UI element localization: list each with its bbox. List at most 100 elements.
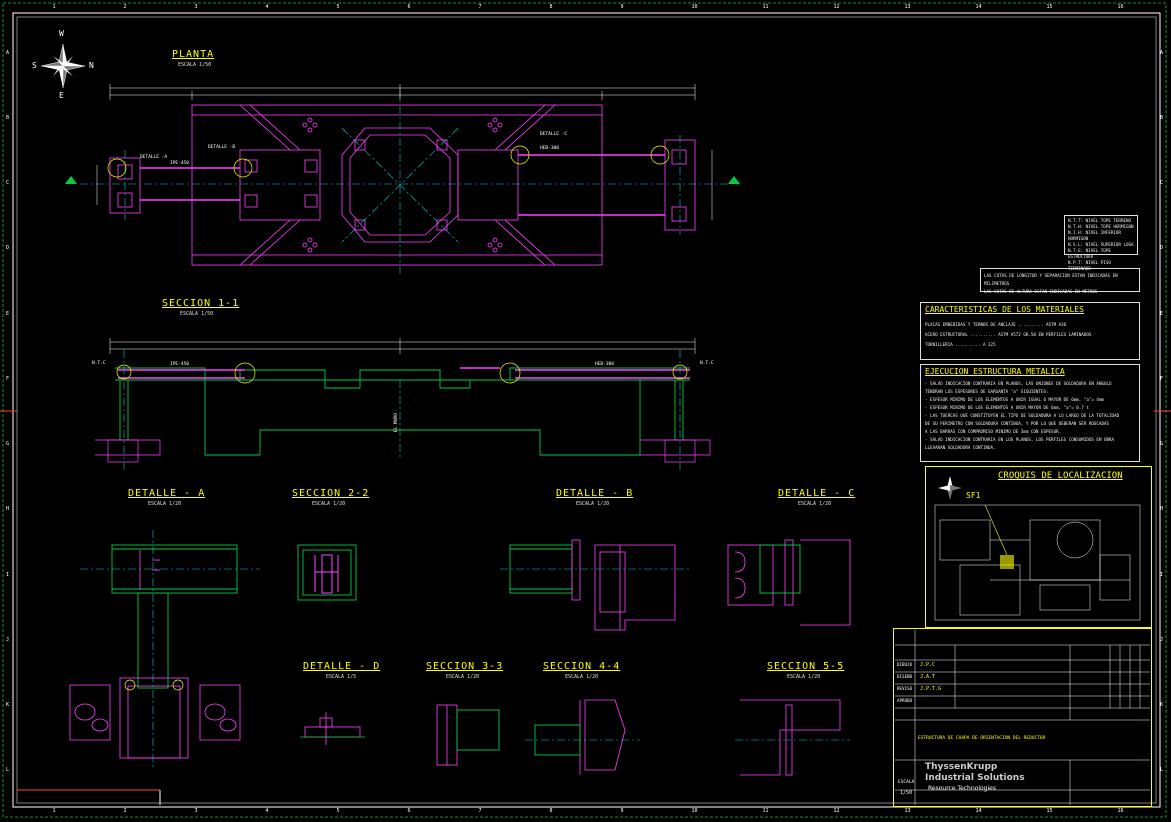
grid-col-label: 14	[975, 4, 982, 10]
execution-row: - SALVO INDICACION CONTRARIA EN PLANOS, …	[925, 381, 1112, 386]
grid-row-label: J	[6, 636, 10, 643]
grid-col-label: 6	[407, 4, 411, 10]
grid-col-label: 3	[194, 4, 198, 10]
grid-col-label: 1	[52, 4, 56, 10]
grid-col-label: 9	[620, 4, 624, 10]
level-legend-item: N.S.L: NIVEL SUPERIOR LOSA	[1068, 242, 1134, 247]
title-block-field-label: APROBO	[897, 698, 913, 703]
grid-col-label: 16	[1117, 4, 1124, 10]
title-block-field-label: DIBUJO	[897, 662, 913, 667]
execution-panel: EJECUCION ESTRUCTURA METALICA - SALVO IN…	[920, 364, 1140, 462]
compass-north-label: W	[59, 29, 64, 38]
level-ntc-left: N.T.C	[92, 361, 106, 366]
level-legend-item: N.T.E: NIVEL TOPE ESTRUCTURA	[1068, 248, 1111, 259]
callout-ipe-plan: IPE-450	[170, 161, 189, 166]
material-row: TORNILLERIA .......... A 325	[925, 342, 996, 347]
grid-row-label: E	[1160, 310, 1164, 317]
grid-row-label: I	[1160, 571, 1164, 578]
section-4-4-title: SECCION 4-4	[543, 661, 621, 672]
compass-south-label: E	[59, 91, 64, 100]
execution-row: - ESPESOR MINIMO DE LOS ELEMENTOS A UNIR…	[925, 397, 1104, 402]
level-legend-item: N.T.H: NIVEL TOPE HORMIGON	[1068, 224, 1134, 229]
material-row: PLACAS EMBEBIDAS Y TERNOS DE ANCLAJE ...…	[925, 322, 1067, 327]
grid-row-label: K	[1160, 702, 1164, 709]
grid-col-label: 4	[265, 808, 269, 814]
company-subtitle: Industrial Solutions	[925, 773, 1025, 783]
grid-col-label: 7	[478, 4, 482, 10]
grid-col-label: 3	[194, 808, 198, 814]
grid-row-label: H	[6, 506, 10, 513]
grid-col-label: 15	[1046, 4, 1053, 10]
title-block-field-label: REVISO	[897, 686, 913, 691]
location-panel: CROQUIS DE LOCALIZACION SF1	[925, 466, 1152, 628]
level-legend-item: N.I.H: NIVEL INFERIOR HORMIGON	[1068, 230, 1121, 241]
grid-row-label: D	[6, 245, 10, 252]
plant-scale: ESCALA 1/50	[178, 62, 212, 68]
grid-row-label: C	[6, 180, 10, 187]
level-ntc-right: N.T.C	[700, 361, 714, 366]
section-5-5-title: SECCION 5-5	[767, 661, 845, 672]
grid-col-label: 5	[336, 808, 340, 814]
section-1-1-scale: ESCALA 1/50	[180, 311, 214, 317]
compass-east-label: N	[89, 61, 94, 70]
execution-title: EJECUCION ESTRUCTURA METALICA	[925, 367, 1065, 376]
dimension-note: LAS COTAS DE ALTURA ESTAN INDICADAS EN M…	[984, 289, 1098, 294]
materials-panel: CARACTERISTICAS DE LOS MATERIALES PLACAS…	[920, 302, 1140, 360]
grid-row-label: G	[1160, 441, 1164, 448]
detail-b-title: DETALLE - B	[556, 488, 634, 499]
grid-row-label: F	[1160, 375, 1164, 382]
grid-row-label: D	[1160, 245, 1164, 252]
section-3-3-scale: ESCALA 1/20	[446, 674, 480, 680]
execution-row: A LAS BARRAS CON COMPROMISO MINIMO DE 3m…	[925, 429, 1062, 434]
title-block-initials: J.A.T	[920, 674, 936, 680]
grid-col-label: 1	[52, 808, 56, 814]
company-name: ThyssenKrupp	[925, 762, 998, 772]
grid-col-label: 11	[762, 4, 769, 10]
detail-a-title: DETALLE - A	[128, 488, 206, 499]
title-block	[893, 628, 1152, 807]
execution-row: TENDRAN LOS ESPESORES DE GARGANTA "a" SI…	[925, 389, 1049, 394]
location-title: CROQUIS DE LOCALIZACION	[998, 471, 1123, 481]
title-block-initials: J.P.T.G	[920, 686, 942, 692]
callout-detalle-c: DETALLE -C	[540, 132, 568, 137]
grid-row-label: G	[6, 441, 10, 448]
location-marker: SF1	[966, 491, 981, 500]
grid-col-label: 2	[123, 808, 127, 814]
execution-row: LLEVARAN SOLDADURA CONTINUA.	[925, 445, 996, 450]
execution-row: - SALVO INDICACION CONTRARIA EN LOS PLAN…	[925, 437, 1115, 442]
grid-row-label: I	[6, 571, 10, 578]
grid-col-label: 10	[691, 808, 698, 814]
section-2-2-scale: ESCALA 1/20	[312, 501, 346, 507]
plant-title: PLANTA	[172, 49, 215, 60]
grid-row-label: J	[1160, 636, 1164, 643]
grid-row-label: E	[6, 310, 10, 317]
grid-row-label: L	[1160, 767, 1164, 774]
materials-title: CARACTERISTICAS DE LOS MATERIALES	[925, 305, 1084, 314]
scale-label: ESCALA	[898, 780, 915, 785]
grid-row-label: K	[6, 702, 10, 709]
detail-c-title: DETALLE - C	[778, 488, 856, 499]
execution-row: - ESPESOR MINIMO DE LOS ELEMENTOS A UNIR…	[925, 405, 1089, 410]
grid-row-label: H	[1160, 506, 1164, 513]
section-2-2-title: SECCION 2-2	[292, 488, 370, 499]
material-row: ACERO ESTRUCTURAL .......... ASTM A572 G…	[925, 332, 1092, 337]
title-block-initials: J.P.C	[920, 662, 936, 668]
detail-d-scale: ESCALA 1/5	[326, 674, 357, 680]
title-block-field-label: DISEÑO	[897, 674, 913, 679]
grid-col-label: 16	[1117, 808, 1124, 814]
grid-row-label: A	[6, 49, 10, 56]
grid-col-label: 8	[549, 4, 553, 10]
callout-heb-plan: HEB-300	[540, 146, 559, 151]
grid-col-label: 12	[833, 4, 840, 10]
grid-col-label: 7	[478, 808, 482, 814]
grid-col-label: 12	[833, 808, 840, 814]
grid-row-label: C	[1160, 180, 1164, 187]
grid-col-label: 2	[123, 4, 127, 10]
grid-row-label: A	[1160, 49, 1164, 56]
company-division: Resource Technologies	[928, 785, 996, 792]
callout-detalle-a: DETALLE -A	[140, 155, 168, 160]
grid-col-label: 14	[975, 808, 982, 814]
